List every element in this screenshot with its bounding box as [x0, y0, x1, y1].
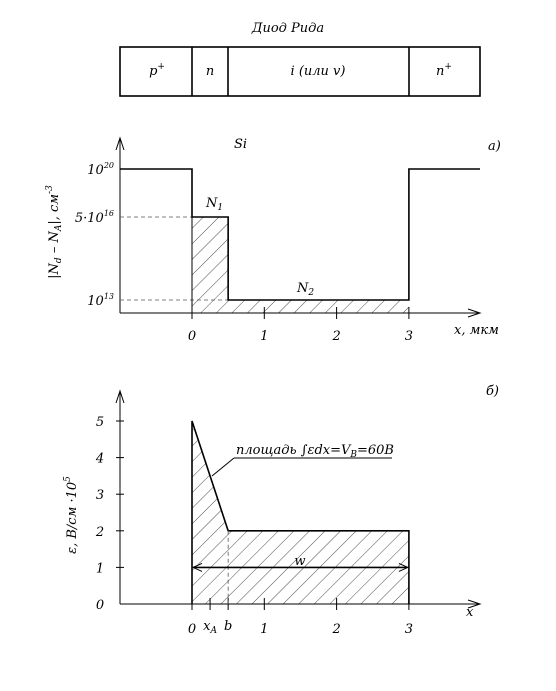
- y-tick-label: 1020: [87, 161, 114, 178]
- y-tick-label: 3: [96, 488, 104, 503]
- x-tick-label: 1: [260, 329, 268, 344]
- y-axis-label: |Nd – NA|, см-3: [45, 185, 64, 279]
- x-tick-label: 3: [405, 329, 413, 344]
- y-tick-label: 1013: [87, 292, 114, 309]
- area-annotation: площадь ∫εdx=VB=60В: [236, 443, 394, 460]
- y-tick-label: 5: [96, 415, 104, 430]
- x-tick-label: 2: [331, 622, 340, 637]
- n2-label: N2: [296, 281, 314, 298]
- y-tick-label: 1: [96, 561, 104, 576]
- panel-b: б) 0 1 2 3 4 5 0 1 2 3 xA b x ε, В/см ·105 площадь…: [63, 384, 499, 637]
- x-tick-label: 1: [260, 622, 268, 637]
- y-tick-label: 2: [95, 525, 104, 540]
- x-tick-label: 3: [405, 622, 413, 637]
- diagram-title: Диод Рида: [251, 21, 324, 36]
- annotation-leader: [211, 457, 235, 477]
- y-tick-label: 5·1016: [75, 209, 114, 226]
- panel-label: б): [486, 384, 499, 399]
- n1-label: N1: [205, 196, 223, 213]
- x-tick-label: 2: [331, 329, 340, 344]
- layer-label-i: i (или v): [291, 64, 346, 79]
- y-axis-label: ε, В/см ·105: [63, 476, 80, 554]
- material-label: Si: [234, 137, 247, 152]
- field-area-hatch: [192, 421, 409, 604]
- y-tick-label: 4: [95, 452, 104, 467]
- panel-label: а): [488, 139, 501, 154]
- x-tick-label: 0: [188, 329, 196, 344]
- width-arrow-right-icon: [398, 562, 410, 572]
- x-mark-label: b: [224, 619, 232, 634]
- width-arrow-left-icon: [191, 562, 203, 572]
- y-tick-label: 0: [96, 598, 104, 613]
- hatched-region: [192, 217, 409, 313]
- x-axis-label: x, мкм: [454, 323, 499, 338]
- layer-stack-box: [119, 46, 481, 97]
- x-tick-label: 0: [188, 622, 196, 637]
- x-axis-arrow-icon: [467, 308, 482, 318]
- width-label: w: [294, 554, 305, 569]
- panel-a: Si а) 1020 5·1016 1013 0 1 2 3 N1 N2 x, мкм |…: [45, 136, 501, 344]
- layer-label-n: n: [206, 64, 214, 79]
- x-axis-arrow-icon: [467, 599, 482, 609]
- doping-profile-line: [120, 168, 480, 301]
- x-mark-label: xA: [203, 619, 217, 636]
- layer-label-n-plus: n+: [436, 62, 452, 79]
- layer-label-p-plus: p+: [149, 62, 165, 79]
- y-axis-arrow-icon: [115, 136, 125, 151]
- y-axis-arrow-icon: [115, 389, 125, 404]
- x-axis-label: x: [466, 605, 474, 620]
